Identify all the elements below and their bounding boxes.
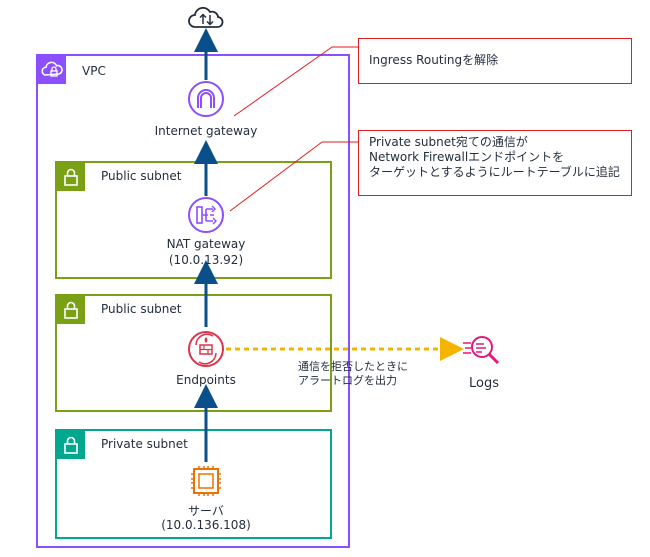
public-subnet-badge	[57, 163, 85, 191]
private-subnet-badge	[57, 431, 85, 459]
endpoints-label: Endpoints	[176, 373, 236, 387]
callout-ingress-routing: Ingress Routingを解除	[358, 38, 632, 84]
server-label: サーバ	[188, 504, 224, 518]
server-ip: (10.0.136.108)	[161, 518, 251, 532]
log-note-line1: 通信を拒否したときに	[298, 360, 408, 373]
public-subnet-firewall: Public subnet	[55, 294, 332, 412]
lock-icon	[64, 436, 78, 454]
firewall-endpoint-icon	[188, 331, 224, 367]
callout-route-table: Private subnet宛ての通信が Network Firewallエンド…	[358, 130, 632, 196]
lock-icon	[64, 168, 78, 186]
log-note-line2: アラートログを出力	[298, 374, 397, 387]
logs-label: Logs	[469, 376, 499, 391]
callout-route-line1: Private subnet宛ての通信が	[369, 135, 528, 149]
public-subnet-nat: Public subnet	[55, 161, 332, 279]
logs-magnifier-icon	[463, 336, 500, 365]
callout-leader-route	[229, 141, 323, 212]
vpc-container: VPC	[36, 54, 350, 548]
nat-gateway-icon	[188, 197, 224, 233]
private-subnet-label: Private subnet	[101, 437, 188, 451]
log-note: 通信を拒否したときに アラートログを出力	[298, 360, 408, 388]
nat-gateway-label: NAT gateway	[166, 237, 246, 251]
private-subnet: Private subnet	[55, 429, 332, 539]
callout-route-line2: Network Firewallエンドポイントを	[369, 150, 565, 164]
public-subnet-label: Public subnet	[101, 302, 182, 316]
public-subnet-label: Public subnet	[101, 169, 182, 183]
internet-gateway-icon	[188, 81, 224, 117]
internet-gateway-label: Internet gateway	[154, 124, 258, 138]
callout-leader-ingress	[233, 46, 333, 117]
vpc-cloud-icon	[41, 61, 63, 77]
nat-gateway-ip: (10.0.13.92)	[168, 253, 244, 267]
callout-route-line3: ターゲットとするようにルートテーブルに追記	[369, 165, 620, 179]
server-chip-icon	[191, 466, 221, 496]
callout-ingress-text: Ingress Routingを解除	[369, 53, 499, 67]
vpc-badge	[38, 56, 66, 84]
public-subnet-badge	[57, 296, 85, 324]
lock-icon	[64, 301, 78, 319]
vpc-label: VPC	[82, 64, 106, 78]
internet-cloud-icon	[188, 6, 224, 28]
